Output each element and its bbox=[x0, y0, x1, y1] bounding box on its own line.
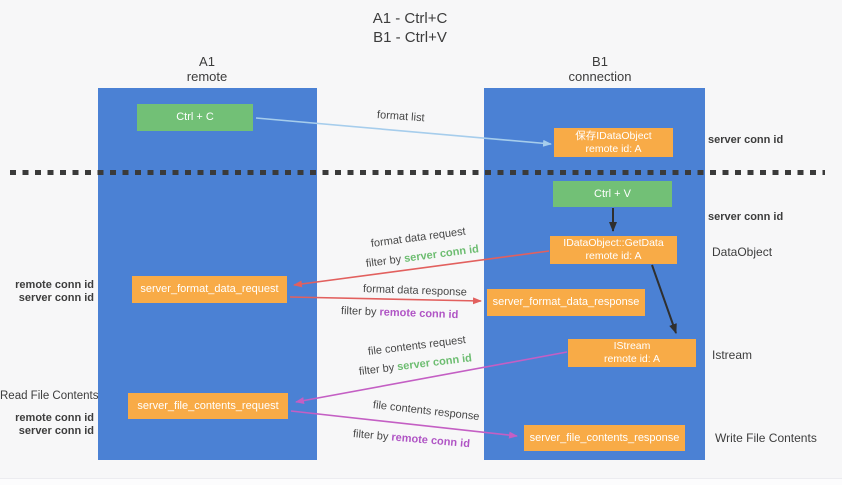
node-istream: IStream remote id: A bbox=[568, 339, 696, 367]
annotation-remote-conn-id-1: remote conn id bbox=[15, 279, 94, 291]
lane-b1-name: B1 bbox=[592, 54, 608, 69]
filter-by-text: filter by bbox=[358, 361, 398, 378]
dotted-divider-line bbox=[10, 170, 825, 175]
node-idataobject-getdata-line2: remote id: A bbox=[585, 250, 642, 262]
node-idataobject-getdata: IDataObject::GetData remote id: A bbox=[550, 236, 677, 264]
node-server-format-data-response: server_format_data_response bbox=[487, 289, 645, 316]
node-ctrl-v-label: Ctrl + V bbox=[594, 187, 631, 200]
label-format-data-response: format data response bbox=[362, 283, 468, 299]
server-conn-id-text: server conn id bbox=[403, 243, 480, 265]
title-line-b1: B1 - Ctrl+V bbox=[373, 29, 447, 46]
node-save-idataobject: 保存IDataObject remote id: A bbox=[554, 128, 673, 157]
server-conn-id-text: server conn id bbox=[396, 352, 473, 374]
node-save-idataobject-line1: 保存IDataObject bbox=[575, 129, 652, 142]
annotation-server-conn-id-2: server conn id bbox=[18, 425, 94, 437]
filter-by-text: filter by bbox=[365, 253, 405, 270]
annotation-read-file-contents: Read File Contents bbox=[0, 390, 99, 402]
lane-header-a1: A1 remote bbox=[142, 54, 272, 84]
node-ctrl-c: Ctrl + C bbox=[137, 104, 253, 131]
node-save-idataobject-line2: remote id: A bbox=[585, 142, 642, 155]
node-istream-line2: remote id: A bbox=[603, 353, 661, 365]
bottom-edge-strip bbox=[0, 478, 842, 485]
lane-header-b1: B1 connection bbox=[535, 54, 665, 84]
node-server-file-contents-request-label: server_file_contents_request bbox=[137, 399, 279, 412]
lane-b1-role: connection bbox=[568, 68, 632, 84]
title-line-a1: A1 - Ctrl+C bbox=[372, 10, 448, 27]
node-server-format-data-request: server_format_data_request bbox=[132, 276, 287, 303]
annotation-write-file-contents: Write File Contents bbox=[715, 431, 817, 445]
node-ctrl-c-label: Ctrl + C bbox=[176, 111, 214, 123]
label-filter-by-remote-conn-id-1: filter by remote conn id bbox=[341, 305, 459, 321]
remote-conn-id-text: remote conn id bbox=[390, 431, 471, 451]
node-server-format-data-response-label: server_format_data_response bbox=[492, 296, 640, 308]
node-ctrl-v: Ctrl + V bbox=[553, 181, 672, 207]
filter-by-text: filter by bbox=[340, 305, 380, 319]
remote-conn-id-text: remote conn id bbox=[379, 306, 459, 322]
node-server-file-contents-response: server_file_contents_response bbox=[524, 425, 685, 451]
node-istream-line1: IStream bbox=[613, 340, 651, 352]
annotation-dataobject: DataObject bbox=[712, 245, 773, 259]
annotation-server-conn-id-mid: server conn id bbox=[708, 211, 784, 223]
annotation-server-conn-id-top: server conn id bbox=[708, 134, 784, 146]
label-filter-by-remote-conn-id-2: filter by remote conn id bbox=[352, 428, 470, 450]
lane-a1-name: A1 bbox=[199, 54, 215, 69]
annotation-server-conn-id-1: server conn id bbox=[18, 292, 94, 304]
label-file-contents-response: file contents response bbox=[372, 399, 481, 424]
filter-by-text: filter by bbox=[352, 428, 392, 444]
lane-a1-role: remote bbox=[186, 68, 228, 84]
annotation-remote-conn-id-2: remote conn id bbox=[15, 412, 94, 424]
annotation-istream: Istream bbox=[712, 348, 753, 362]
label-format-list: format list bbox=[376, 109, 425, 125]
node-server-file-contents-response-label: server_file_contents_response bbox=[529, 431, 680, 444]
node-idataobject-getdata-line1: IDataObject::GetData bbox=[563, 237, 664, 249]
node-server-file-contents-request: server_file_contents_request bbox=[128, 393, 288, 419]
diagram-title: A1 - Ctrl+C B1 - Ctrl+V bbox=[290, 9, 530, 47]
node-server-format-data-request-label: server_format_data_request bbox=[140, 283, 279, 295]
